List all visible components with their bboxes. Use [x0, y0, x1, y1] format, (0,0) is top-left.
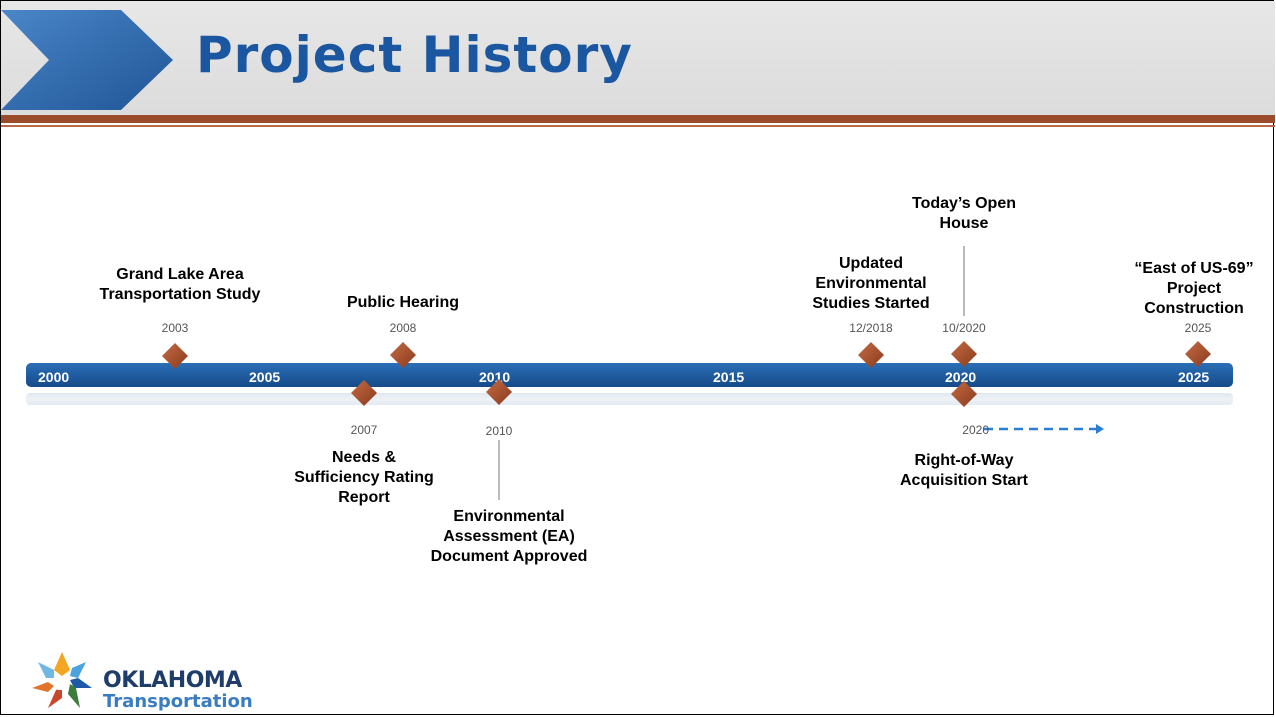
axis-year: 2010: [479, 369, 510, 385]
axis-year: 2015: [713, 369, 744, 385]
event-date: 2025: [1184, 321, 1212, 335]
axis-year: 2020: [945, 369, 976, 385]
header-rule: [1, 115, 1275, 123]
header-band: [1, 1, 1275, 115]
milestone-marker: [951, 381, 977, 407]
page-title: Project History: [196, 26, 633, 84]
logo-name: OKLAHOMA: [103, 668, 242, 693]
milestone-marker: [351, 380, 377, 406]
event-date: 2008: [389, 321, 417, 335]
chevron-icon: [1, 10, 173, 110]
timeline-bar: [26, 363, 1233, 387]
timeline-diagram: 2000 2005 2010 2015 2020 2025: [26, 246, 1233, 500]
milestone-marker: [486, 379, 512, 405]
event-date: 2007: [350, 423, 378, 437]
event-label: Grand Lake Area Transportation Study: [99, 266, 261, 303]
axis-year: 2000: [38, 369, 69, 385]
milestone-marker: [951, 341, 977, 367]
event-date: 2003: [161, 321, 189, 335]
event-date: 12/2018: [849, 321, 893, 335]
axis-year: 2025: [1178, 369, 1209, 385]
event-date: 2020: [962, 423, 989, 437]
event-label: Today’s Open House: [911, 195, 1016, 232]
event-date: 10/2020: [942, 321, 986, 335]
milestone-marker: [162, 343, 188, 369]
event-label: Public Hearing: [346, 294, 460, 311]
timeline-reflection: [26, 393, 1233, 405]
arrow-head: [1096, 424, 1104, 434]
event-label: Environmental Assessment (EA) Document A…: [430, 508, 588, 565]
logo-star-icon: [32, 652, 92, 708]
milestone-marker: [390, 342, 416, 368]
header-rule-thin: [1, 125, 1275, 127]
event-label: “East of US-69” Project Construction: [1134, 260, 1254, 317]
axis-year: 2005: [249, 369, 280, 385]
logo-subtitle: Transportation: [103, 691, 253, 712]
milestone-marker: [858, 342, 884, 368]
event-label: Right-of-Way Acquisition Start: [899, 452, 1028, 489]
milestone-marker: [1185, 341, 1211, 367]
event-date: 2010: [485, 424, 513, 438]
event-label: Updated Environmental Studies Started: [812, 255, 930, 312]
event-label: Needs & Sufficiency Rating Report: [294, 449, 434, 506]
